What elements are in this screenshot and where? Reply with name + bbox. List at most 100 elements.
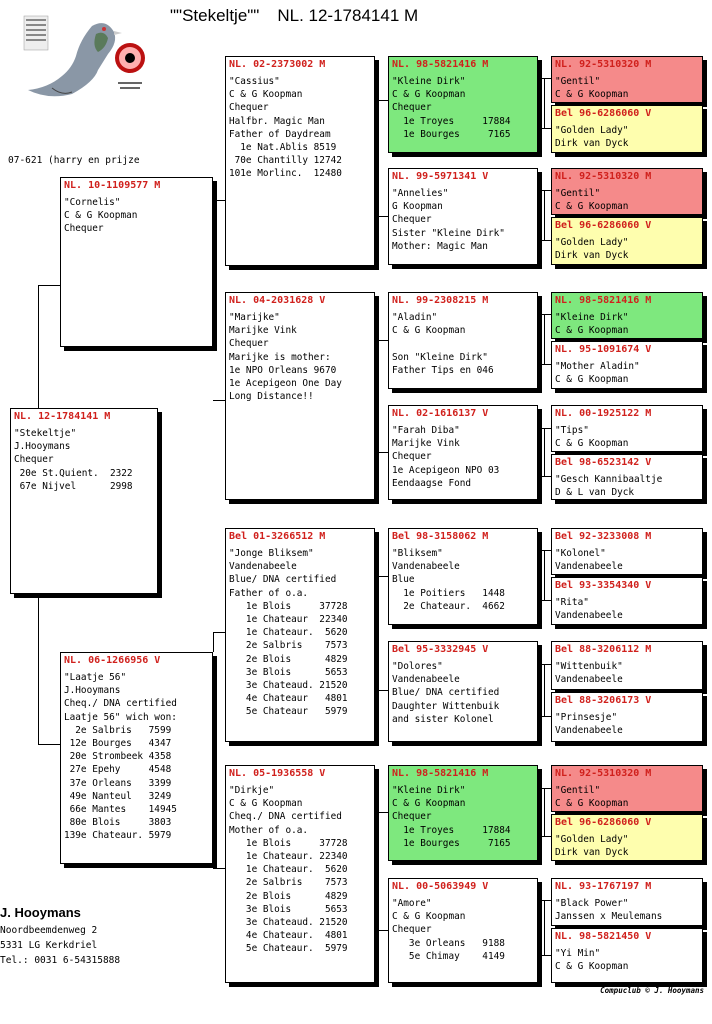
detail-line: 5e Chateaur 5979: [229, 706, 348, 718]
detail-line: Chequer: [64, 223, 104, 235]
detail-line: and sister Kolonel: [392, 713, 494, 725]
connector-line: [538, 476, 551, 477]
detail-line: 3e Chateaud. 21520: [229, 680, 348, 692]
detail-line: 1e Bourges 7165: [392, 128, 511, 140]
detail-line: 2e Chateaur. 4662: [392, 600, 505, 612]
detail-line: J.Hooymans: [14, 441, 71, 453]
connector-line: [375, 216, 388, 217]
detail-line: C & G Koopman: [229, 798, 303, 810]
pedigree-box-sdd: NL. 02-1616137 V"Farah Diba"Marijke Vink…: [388, 405, 538, 500]
pigeon-name: "Jonge Bliksem": [229, 548, 314, 559]
connector-line: [213, 400, 225, 401]
pedigree-box-g2: Bel 96-6286060 V"Golden Lady"Dirk van Dy…: [551, 105, 703, 153]
connector-line: [544, 314, 545, 364]
pigeon-name: "Prinsesje": [555, 712, 618, 723]
detail-line: Vandenabeele: [555, 610, 623, 622]
detail-line: 80e Blois 3803: [64, 817, 172, 829]
detail-line: Blue: [392, 574, 415, 586]
connector-line: [538, 716, 551, 717]
pigeon-name: "Dirkje": [229, 785, 275, 796]
detail-line: 3e Blois 5653: [229, 666, 348, 678]
connector-line: [38, 285, 39, 409]
pedigree-box-sds: NL. 99-2308215 M"Aladin"C & G Koopman So…: [388, 292, 538, 389]
pedigree-box-dds: NL. 98-5821416 M"Kleine Dirk"C & G Koopm…: [388, 765, 538, 861]
detail-line: C & G Koopman: [64, 210, 138, 222]
detail-line: 3e Chateaud. 21520: [229, 917, 348, 929]
connector-line: [544, 428, 545, 476]
connector-line: [213, 632, 214, 652]
pigeon-name: "Gesch Kannibaaltje: [555, 474, 663, 485]
detail-line: 49e Nanteul 3249: [64, 790, 172, 802]
connector-line: [538, 955, 551, 956]
pigeon-name: "Wittenbuik": [555, 661, 623, 672]
detail-line: 5e Chateaur. 5979: [229, 943, 348, 955]
detail-line: 2e Salbris 7573: [229, 640, 348, 652]
connector-line: [213, 864, 214, 868]
detail-line: Cheq./ DNA certified: [64, 698, 177, 710]
ring-number: NL. 00-1925122 M: [555, 408, 652, 419]
pigeon-logo-image: [23, 15, 145, 97]
detail-line: C & G Koopman: [555, 438, 629, 450]
ring-number: NL. 93-1767197 M: [555, 881, 652, 892]
ring-number: NL. 92-5310320 M: [555, 768, 652, 779]
ring-number: Bel 96-6286060 V: [555, 220, 652, 231]
connector-line: [38, 744, 61, 745]
ring-number: Bel 96-6286060 V: [555, 817, 652, 828]
detail-line: 3e Orleans 9188: [392, 937, 505, 949]
detail-line: C & G Koopman: [229, 89, 303, 101]
pigeon-name: "Cassius": [229, 76, 280, 87]
detail-line: Blue/ DNA certified: [392, 687, 500, 699]
pigeon-name: "Golden Lady": [555, 237, 629, 248]
detail-line: Mother: Magic Man: [392, 240, 488, 252]
connector-line: [375, 812, 388, 813]
detail-line: 1e Blois 37728: [229, 837, 348, 849]
pedigree-box-sss: NL. 98-5821416 M"Kleine Dirk"C & G Koopm…: [388, 56, 538, 153]
pigeon-name: "Annelies": [392, 188, 449, 199]
detail-line: 27e Epehy 4548: [64, 764, 172, 776]
ring-number: Bel 01-3266512 M: [229, 531, 326, 542]
pigeon-name: ""Stekeltje"": [170, 6, 260, 25]
detail-line: G Koopman: [392, 201, 443, 213]
pedigree-box-g9: Bel 92-3233008 M"Kolonel"Vandenabeele: [551, 528, 703, 575]
pedigree-box-g5: NL. 98-5821416 M"Kleine Dirk"C & G Koopm…: [551, 292, 703, 339]
connector-line: [213, 632, 225, 633]
detail-line: 1e Chateaur. 5620: [229, 864, 348, 876]
ring-number: Bel 88-3206173 V: [555, 695, 652, 706]
detail-line: C & G Koopman: [392, 911, 466, 923]
pigeon-name: "Black Power": [555, 898, 629, 909]
detail-line: C & G Koopman: [555, 201, 629, 213]
breeder-info: J. Hooymans Noordbeemdenweg 2 5331 LG Ke…: [0, 905, 120, 968]
connector-line: [538, 364, 551, 365]
connector-line: [38, 285, 61, 286]
connector-line: [38, 594, 39, 744]
breeder-name: J. Hooymans: [0, 905, 81, 920]
detail-line: 1e Acepigeon One Day: [229, 378, 342, 390]
detail-line: 5e Chimay 4149: [392, 950, 505, 962]
ring-number: NL. 92-5310320 M: [555, 59, 652, 70]
detail-line: 2e Salbris 7599: [64, 724, 172, 736]
detail-line: Dirk van Dyck: [555, 138, 629, 150]
detail-line: 37e Orleans 3399: [64, 777, 172, 789]
detail-line: C & G Koopman: [555, 374, 629, 386]
ring-number: Bel 96-6286060 V: [555, 108, 652, 119]
pedigree-box-g3: NL. 92-5310320 M"Gentil"C & G Koopman: [551, 168, 703, 215]
detail-line: Chequer: [392, 924, 432, 936]
detail-line: 1e Troyes 17884: [392, 824, 511, 836]
pigeon-name: "Dolores": [392, 661, 443, 672]
detail-line: Father Tips en 046: [392, 364, 494, 376]
detail-line: Father of o.a.: [229, 587, 309, 599]
detail-line: 66e Mantes 14945: [64, 804, 177, 816]
pigeon-name: "Kleine Dirk": [555, 312, 629, 323]
detail-line: 1e Chateaur 22340: [229, 614, 348, 626]
connector-line: [538, 240, 551, 241]
detail-line: 1e NPO Orleans 9670: [229, 364, 337, 376]
detail-line: J.Hooymans: [64, 685, 121, 697]
detail-line: Long Distance!!: [229, 391, 314, 403]
pigeon-name: "Aladin": [392, 312, 438, 323]
copyright-text: Compuclub © J. Hooymans: [600, 986, 704, 995]
detail-line: C & G Koopman: [555, 961, 629, 973]
connector-line: [544, 78, 545, 128]
